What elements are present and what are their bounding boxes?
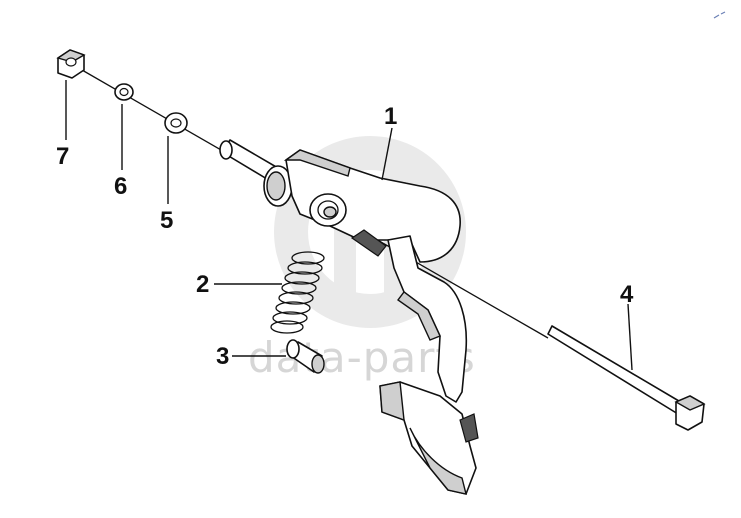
- watermark-text: data-parts: [248, 333, 476, 382]
- corner-mark: [713, 11, 726, 19]
- leader-4: [627, 303, 633, 371]
- part-4-bolt[interactable]: [547, 325, 706, 431]
- callout-3: 3: [216, 343, 229, 370]
- part-5-washer[interactable]: [164, 112, 188, 134]
- part-2-spring[interactable]: [270, 251, 325, 334]
- callout-7: 7: [56, 143, 69, 170]
- callout-1: 1: [384, 103, 397, 130]
- callout-4: 4: [620, 281, 634, 308]
- callout-6: 6: [114, 173, 127, 200]
- part-7-hex-nut[interactable]: [56, 49, 86, 79]
- part-1-lever-bracket[interactable]: [219, 139, 479, 495]
- callout-2: 2: [196, 271, 209, 298]
- leader-1: [381, 127, 393, 181]
- leader-lines: [65, 80, 633, 371]
- callout-5: 5: [160, 207, 173, 234]
- part-3-bushing[interactable]: [286, 339, 325, 374]
- part-6-washer[interactable]: [114, 83, 134, 101]
